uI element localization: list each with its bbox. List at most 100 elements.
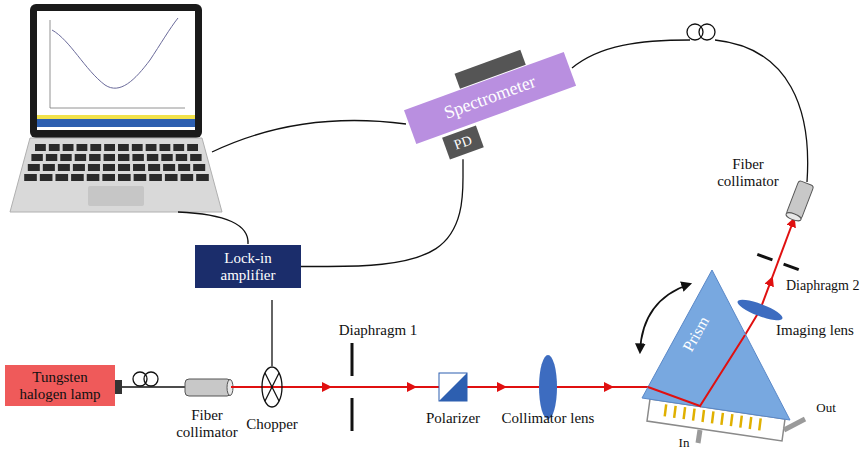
laptop-icon — [178, 164, 190, 171]
spectrometer-box: Spectrometer — [404, 52, 576, 144]
part-label: Diaphragm 2 — [786, 278, 859, 293]
node-label: PD — [445, 129, 480, 154]
optical-fiber — [122, 24, 808, 387]
laptop-icon — [60, 154, 71, 161]
laptop-icon — [43, 164, 55, 171]
optical-fiber — [144, 372, 158, 386]
prism-outline — [636, 262, 800, 432]
chopper-wheel — [262, 367, 282, 407]
part-label: Fiber collimator — [706, 156, 790, 189]
laptop-icon — [37, 115, 195, 119]
grating-holder — [740, 416, 742, 428]
laptop-icon — [190, 154, 201, 161]
laptop-icon — [132, 144, 143, 151]
laptop-icon — [133, 164, 145, 171]
grating-holder — [731, 414, 733, 426]
laptop-icon — [10, 4, 222, 212]
part-label: In — [679, 436, 690, 450]
node-label: Tungsten halogen lamp — [9, 369, 111, 402]
laptop-icon — [134, 174, 147, 181]
laptop-icon — [55, 174, 68, 181]
grating-holder — [698, 430, 700, 443]
laptop-icon — [161, 154, 172, 161]
laptop-icon — [173, 144, 184, 151]
grating-holder — [712, 411, 714, 423]
laptop-icon — [31, 154, 42, 161]
grating-holder — [750, 417, 752, 429]
laptop-icon — [187, 144, 198, 151]
part-label: Out — [816, 401, 836, 415]
laptop-icon — [37, 119, 195, 127]
laptop-icon — [75, 154, 86, 161]
laptop-icon — [104, 144, 115, 151]
collimator-lens — [539, 355, 557, 419]
laptop-icon — [163, 164, 175, 171]
laptop-icon — [118, 154, 129, 161]
light-beam — [231, 386, 330, 388]
laptop-icon — [149, 174, 162, 181]
laptop-icon — [88, 164, 100, 171]
optical-fiber — [133, 372, 147, 386]
grating-holder — [759, 418, 761, 430]
laptop-icon — [102, 174, 115, 181]
polarizer-cube — [439, 373, 467, 401]
laptop-icon — [40, 174, 53, 181]
diaphragm-blade — [351, 398, 354, 431]
laptop-icon — [146, 144, 157, 151]
laptop-icon — [49, 144, 60, 151]
laptop-icon — [37, 11, 195, 130]
laptop-icon — [58, 164, 70, 171]
light-beam — [505, 386, 612, 388]
grating-holder — [784, 419, 805, 430]
light-beam — [330, 386, 415, 388]
laptop-icon — [30, 4, 202, 138]
laptop-icon — [24, 174, 37, 181]
laptop-icon — [90, 144, 101, 151]
prism-outline — [642, 270, 790, 420]
signal-cable — [271, 300, 272, 366]
laptop-icon — [148, 164, 160, 171]
optical-fiber — [572, 40, 690, 68]
node-label: Spectrometer — [412, 62, 567, 135]
signal-cable — [178, 212, 248, 244]
grating-holder — [693, 409, 695, 421]
laptop-icon — [28, 164, 40, 171]
laptop-icon — [87, 174, 100, 181]
diaphragm-blade — [351, 343, 354, 376]
part-label: Collimator lens — [502, 410, 595, 427]
laptop-icon — [50, 20, 51, 108]
part-label: Chopper — [246, 416, 298, 433]
laptop-icon — [193, 164, 205, 171]
laptop-icon — [181, 174, 194, 181]
part-label: Imaging lens — [776, 322, 854, 339]
laptop-icon — [52, 18, 178, 88]
fiber-collimator — [785, 211, 802, 222]
diaphragm-blade — [757, 254, 798, 269]
diaphragm-blade — [784, 264, 799, 270]
imaging-lens — [735, 296, 784, 324]
grating-holder — [703, 410, 705, 422]
signal-cable — [212, 121, 406, 153]
fiber-collimator — [185, 379, 233, 396]
grating-holder — [674, 406, 676, 418]
part-label: Diaphragm 1 — [339, 322, 418, 339]
part-label: Polarizer — [426, 410, 480, 427]
grating-holder — [684, 407, 686, 419]
diaphragm-blade — [757, 254, 772, 260]
laptop-icon — [77, 144, 88, 151]
laptop-icon — [35, 144, 46, 151]
laptop-icon — [63, 144, 74, 151]
laptop-icon — [160, 144, 171, 151]
polarizer-cube — [439, 373, 467, 401]
fiber-collimator — [185, 379, 231, 396]
light-beam — [772, 219, 794, 278]
chopper-wheel — [265, 373, 279, 401]
lock-in-box: Lock-in amplifier — [195, 245, 301, 288]
node-label: Lock-in amplifier — [201, 250, 295, 283]
light-beam — [612, 386, 648, 388]
grating-holder — [721, 413, 723, 425]
prism-shape: Prism — [636, 262, 800, 432]
laptop-icon — [71, 174, 84, 181]
optical-fiber — [122, 386, 185, 387]
